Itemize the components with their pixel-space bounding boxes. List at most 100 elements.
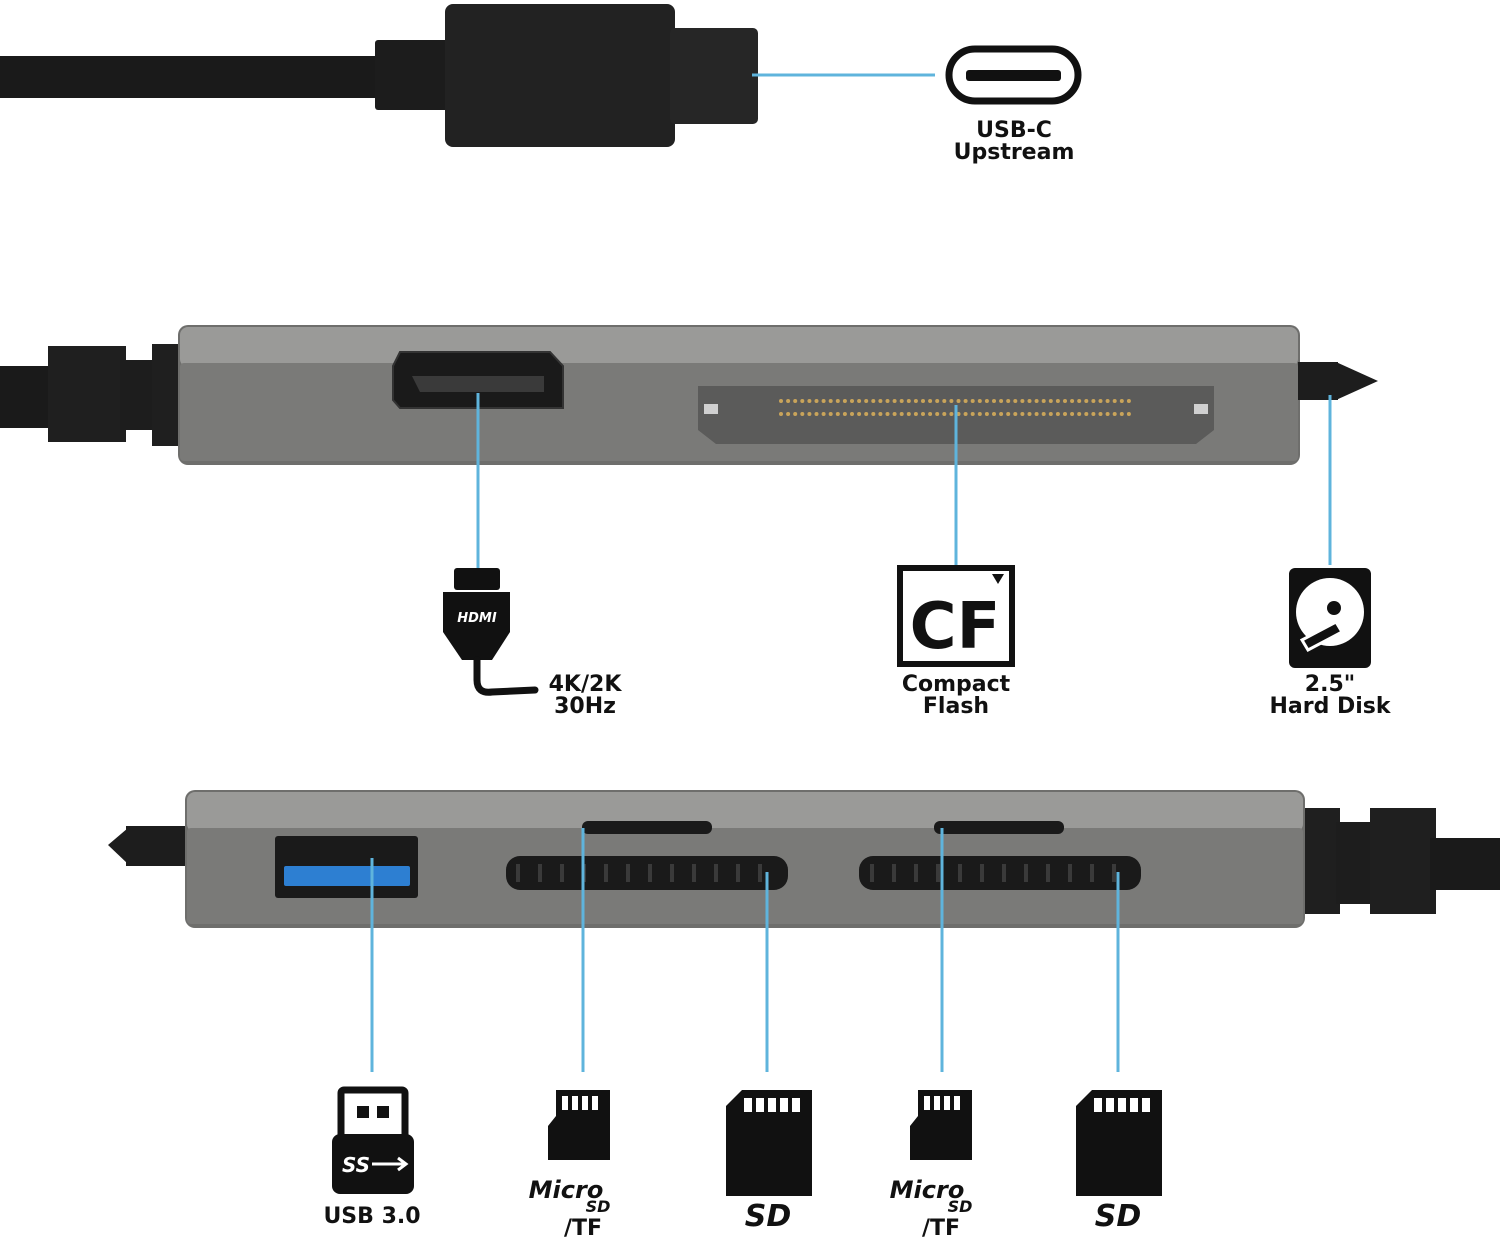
sd-card-icon: SD	[1076, 1090, 1162, 1234]
sd-card-icon: SD	[726, 1090, 812, 1234]
cf-pin	[864, 399, 869, 403]
sd-logo-text-1: SD	[745, 1199, 792, 1234]
cf-pin	[821, 412, 826, 416]
cf-pin	[1070, 412, 1075, 416]
cf-label-line1: Compact	[901, 672, 1011, 697]
cf-pin	[963, 412, 968, 416]
cf-pin	[1126, 412, 1131, 416]
usbc-label-line2: Upstream	[953, 140, 1075, 165]
cf-pin	[899, 399, 904, 403]
cf-pin	[1027, 412, 1032, 416]
usb-c-port-icon	[945, 45, 1082, 105]
cf-pin	[992, 412, 996, 416]
sd-slot-tooth	[714, 864, 718, 882]
cf-pin	[878, 412, 883, 416]
cf-pin	[928, 399, 933, 403]
hard-disk-label: 2.5" Hard Disk	[1250, 674, 1410, 718]
cf-pin	[1070, 399, 1075, 403]
microsd-slot-1	[582, 821, 712, 834]
cf-pin	[1013, 412, 1018, 416]
sd-slot-tooth	[736, 864, 740, 882]
sd-slot-tooth	[648, 864, 652, 882]
sd-slot-tooth	[538, 864, 542, 882]
usbc-cable	[0, 4, 758, 147]
cf-pin	[949, 399, 954, 403]
sd-slot-tooth	[980, 864, 984, 882]
cf-pin	[1105, 399, 1110, 403]
sd-slot-tooth	[670, 864, 674, 882]
cf-logo-text: CF	[910, 590, 1001, 664]
cf-pin	[977, 412, 982, 416]
cf-pin	[963, 399, 968, 403]
cf-pin	[1091, 412, 1096, 416]
cf-pin	[850, 399, 854, 403]
sd-slot-tooth	[1024, 864, 1028, 882]
cf-pin	[1034, 399, 1039, 403]
usb-stick-icon: SS	[332, 1086, 414, 1194]
ss-logo-text: SS	[342, 1153, 370, 1177]
hdd-label-line2: Hard Disk	[1269, 694, 1391, 719]
cf-pin	[1063, 412, 1067, 416]
sd-slot-tooth	[1068, 864, 1072, 882]
sd-slot-tooth	[692, 864, 696, 882]
cf-pin	[779, 412, 783, 416]
cf-pin	[1119, 399, 1124, 403]
sd-slot-tooth	[892, 864, 896, 882]
sd-slot-tooth	[870, 864, 874, 882]
cf-pin	[885, 412, 890, 416]
sd-slot-tooth	[604, 864, 608, 882]
cf-pin	[970, 399, 975, 403]
sd-slot-tooth	[516, 864, 520, 882]
cf-pin	[885, 399, 890, 403]
cf-pin	[992, 399, 996, 403]
cf-pin	[1098, 412, 1103, 416]
cf-pin	[1055, 399, 1060, 403]
cf-pin	[999, 412, 1004, 416]
cf-pin	[871, 412, 876, 416]
cf-pin	[857, 412, 862, 416]
cf-pin	[842, 399, 847, 403]
sd-slot-tooth	[914, 864, 918, 882]
hdmi-resolution-label: 4K/2K 30Hz	[530, 674, 640, 718]
cf-pin	[793, 399, 798, 403]
cf-pin	[949, 412, 954, 416]
cf-pin	[1034, 412, 1039, 416]
cf-pin	[1006, 412, 1011, 416]
hard-disk-icon	[1289, 568, 1371, 668]
cf-pin	[1084, 399, 1089, 403]
microsd-slot-2	[934, 821, 1064, 834]
cf-pin	[984, 399, 989, 403]
cf-pin	[1105, 412, 1110, 416]
cf-pin	[871, 399, 876, 403]
cf-pin	[913, 399, 918, 403]
cf-pin	[999, 399, 1004, 403]
sd-slot-tooth	[936, 864, 940, 882]
cf-pin	[850, 412, 854, 416]
cf-pin	[800, 399, 805, 403]
cf-pin	[835, 399, 840, 403]
cf-pin	[1091, 399, 1096, 403]
hdmi-plug-icon: HDMI	[443, 568, 539, 696]
micro-sd-logo-text-2: SD	[948, 1197, 973, 1216]
cf-pin	[921, 412, 925, 416]
hdmi-label-line2: 30Hz	[554, 694, 616, 719]
microsd-1-label: /TF	[548, 1218, 618, 1240]
cf-pin	[1112, 399, 1117, 403]
cf-pin	[1041, 412, 1046, 416]
cf-pin	[786, 399, 791, 403]
cf-pin	[1013, 399, 1018, 403]
cf-pin	[1119, 412, 1124, 416]
cf-pin	[892, 412, 897, 416]
cf-pin	[942, 412, 947, 416]
usbc-upstream-label: USB-C Upstream	[934, 120, 1094, 164]
sd-slot-tooth	[958, 864, 962, 882]
cf-pin	[1048, 399, 1053, 403]
cf-pin	[786, 412, 791, 416]
sd-slot-tooth	[1046, 864, 1050, 882]
cf-pin	[935, 412, 940, 416]
microsd-card-icon: Micro SD	[890, 1090, 973, 1216]
sd-slot-tooth	[1090, 864, 1094, 882]
cf-pin	[892, 399, 897, 403]
cf-pin	[1027, 399, 1032, 403]
sd-slot-tooth	[560, 864, 564, 882]
